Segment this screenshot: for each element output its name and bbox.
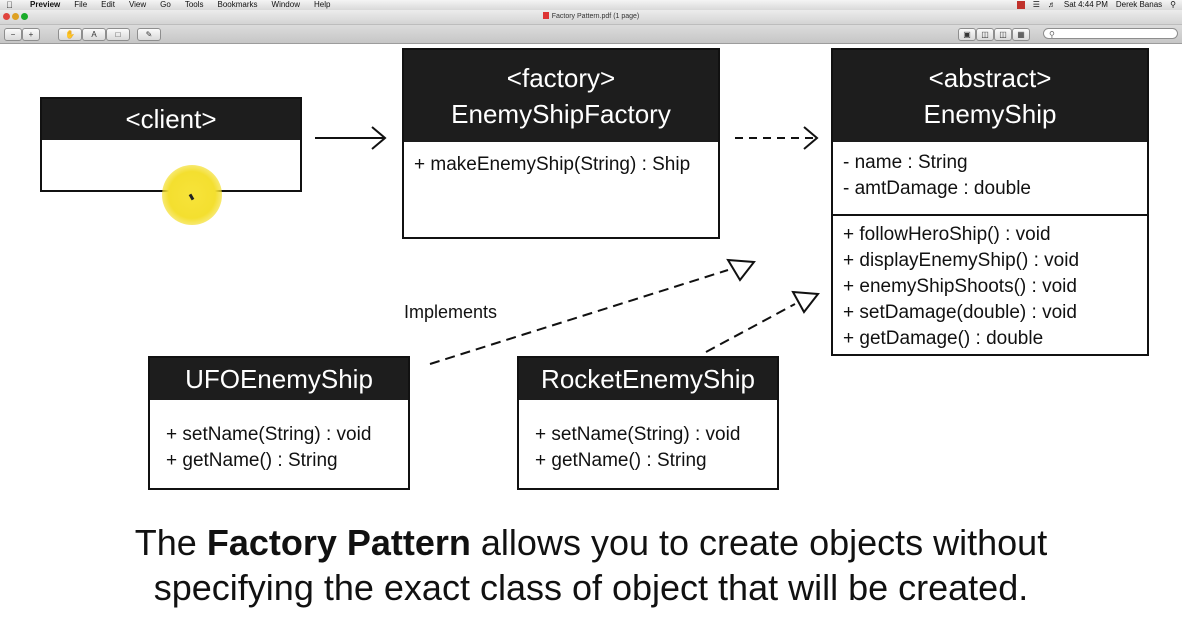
menu-window[interactable]: Window [271, 0, 300, 9]
cursor-highlight [162, 165, 222, 225]
enemyship-header: <abstract> EnemyShip [833, 50, 1147, 142]
factory-methods: + makeEnemyShip(String) : Ship [404, 142, 718, 178]
close-window-button[interactable] [3, 13, 10, 20]
annotate-pencil-icon[interactable]: ✎ [137, 28, 161, 41]
enemyship-stereotype: <abstract> [928, 63, 1052, 93]
factory-stereotype: <factory> [506, 63, 616, 93]
factory-header: <factory> EnemyShipFactory [404, 50, 718, 142]
menu-help[interactable]: Help [313, 0, 331, 9]
zoom-window-button[interactable] [21, 13, 28, 20]
ufo-methods: + setName(String) : void + getName() : S… [150, 400, 408, 474]
menu-view[interactable]: View [128, 0, 147, 9]
caption-line-1: The Factory Pattern allows you to create… [0, 520, 1182, 565]
move-tool-icon[interactable]: ✋ [58, 28, 82, 41]
toolbar: − + ✋ A □ ✎ ▣ ◫ ◫ ▦ ⚲ [0, 25, 1182, 44]
view-single-icon[interactable]: ▣ [958, 28, 976, 41]
window-title: Factory Pattern.pdf (1 page) [0, 12, 1182, 20]
relation-lines [315, 126, 820, 365]
ufo-class-box: UFOEnemyShip + setName(String) : void + … [148, 356, 410, 490]
view-two-page-icon[interactable]: ◫ [994, 28, 1012, 41]
rect-select-tool-icon[interactable]: □ [106, 28, 130, 41]
search-input[interactable]: ⚲ [1043, 28, 1178, 39]
search-icon: ⚲ [1049, 30, 1055, 39]
enemyship-method: + getDamage() : double [843, 328, 1044, 349]
rocket-implements-line [705, 303, 796, 353]
enemyship-method: + followHeroShip() : void [843, 224, 1051, 245]
pdf-page: <client> <factory> EnemyShipFactory + ma… [0, 44, 1182, 629]
status-area: ☰ ♬ Sat 4:44 PM Derek Banas ⚲ [1016, 0, 1176, 10]
caption-bold: Factory Pattern [206, 522, 471, 563]
view-sidebar-icon[interactable]: ◫ [976, 28, 994, 41]
status-red-icon[interactable] [1016, 1, 1025, 9]
volume-icon[interactable]: ♬ [1047, 0, 1056, 9]
user-name[interactable]: Derek Banas [1115, 0, 1163, 9]
text-select-tool-icon[interactable]: A [82, 28, 106, 41]
menu-bar:  Preview File Edit View Go Tools Bookma… [0, 0, 1182, 10]
pdf-file-icon [542, 12, 549, 19]
minimize-window-button[interactable] [12, 13, 19, 20]
ufo-implements-line [429, 269, 729, 365]
enemyship-method: + displayEnemyShip() : void [843, 250, 1080, 271]
enemyship-field: - amtDamage : double [843, 178, 1031, 199]
wifi-icon[interactable]: ☰ [1032, 0, 1040, 9]
menu-app-name[interactable]: Preview [30, 0, 61, 9]
caption-text: The [134, 522, 207, 563]
dashed-arrowhead [803, 126, 819, 150]
enemyship-method: + setDamage(double) : void [843, 302, 1077, 323]
enemyship-fields: - name : String - amtDamage : double [833, 142, 1147, 216]
menu-go[interactable]: Go [160, 0, 171, 9]
enemyship-name: EnemyShip [923, 99, 1057, 129]
enemyship-method: + enemyShipShoots() : void [843, 276, 1077, 297]
factory-class-box: <factory> EnemyShipFactory + makeEnemySh… [402, 48, 720, 239]
caption: The Factory Pattern allows you to create… [0, 520, 1182, 610]
mouse-pointer-icon [188, 193, 195, 201]
implements-label: Implements [404, 302, 498, 322]
rocket-header: RocketEnemyShip [519, 358, 777, 400]
window-title-text: Factory Pattern.pdf (1 page) [551, 13, 640, 20]
client-header: <client> [42, 99, 300, 140]
enemyship-methods: + followHeroShip() : void + displayEnemy… [833, 216, 1147, 352]
ufo-header: UFOEnemyShip [150, 358, 408, 400]
ufo-method: + getName() : String [166, 450, 338, 471]
factory-name: EnemyShipFactory [451, 99, 671, 129]
apple-menu-icon[interactable]:  [6, 0, 13, 10]
clock[interactable]: Sat 4:44 PM [1063, 0, 1108, 9]
menu-edit[interactable]: Edit [101, 0, 115, 9]
ufo-implements-triangle [726, 258, 756, 282]
caption-line-2: specifying the exact class of object tha… [153, 567, 1029, 608]
menu-file[interactable]: File [74, 0, 88, 9]
client-arrowhead [371, 126, 387, 150]
rocket-implements-triangle [791, 290, 820, 314]
enemyship-class-box: <abstract> EnemyShip - name : String - a… [831, 48, 1149, 356]
rocket-method: + getName() : String [535, 450, 707, 471]
ufo-method: + setName(String) : void [166, 424, 372, 445]
menu-tools[interactable]: Tools [184, 0, 204, 9]
view-grid-icon[interactable]: ▦ [1012, 28, 1030, 41]
menu-bookmarks[interactable]: Bookmarks [217, 0, 258, 9]
menu-list: Preview File Edit View Go Tools Bookmark… [30, 0, 330, 10]
enemyship-field: - name : String [843, 152, 968, 173]
rocket-method: + setName(String) : void [535, 424, 741, 445]
spotlight-search-icon[interactable]: ⚲ [1170, 0, 1176, 9]
caption-text: allows you to create objects without [470, 522, 1048, 563]
zoom-in-button[interactable]: + [22, 28, 40, 41]
window-title-bar: Factory Pattern.pdf (1 page) [0, 10, 1182, 25]
factory-method: + makeEnemyShip(String) : Ship [414, 154, 691, 175]
zoom-out-button[interactable]: − [4, 28, 22, 41]
rocket-class-box: RocketEnemyShip + setName(String) : void… [517, 356, 779, 490]
rocket-methods: + setName(String) : void + getName() : S… [519, 400, 777, 474]
